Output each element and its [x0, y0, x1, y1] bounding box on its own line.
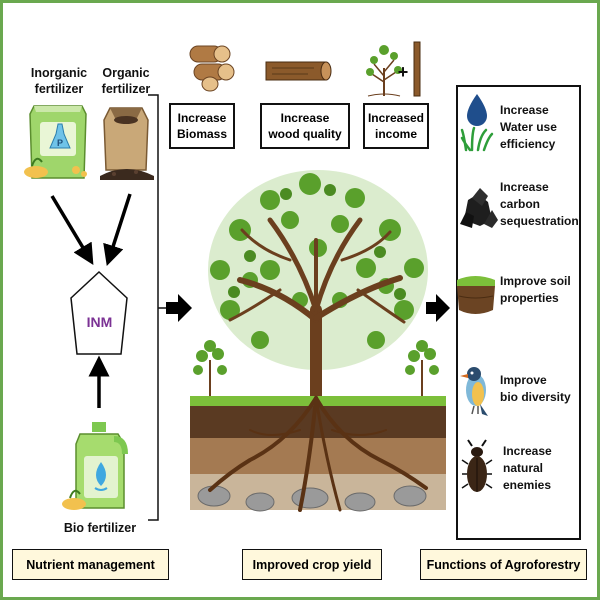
- charcoal-icon: [460, 188, 498, 228]
- improved-crop-yield-box: Improved crop yield: [242, 549, 382, 580]
- fertilizer-bag-icon: P: [24, 105, 87, 179]
- water-use-efficiency-text: Increase Water use efficiency: [500, 103, 557, 151]
- inorganic-fertilizer-label: Inorganic fertilizer: [30, 66, 88, 96]
- arrow-to-crop-yield: [166, 294, 192, 322]
- increase-natural-enemies-text: Increase natural enemies: [503, 444, 552, 492]
- arrow-to-functions: [426, 294, 450, 322]
- carbon-sequestration-text: Increase carbon sequestration: [500, 180, 579, 228]
- inm-label: INM: [86, 314, 113, 330]
- increase-biomass-box: Increase Biomass: [169, 103, 235, 149]
- timber-log-icon: [265, 61, 332, 81]
- water-drop-grass-icon: [460, 94, 494, 152]
- improve-bio-diversity-text: Improve bio diversity: [500, 373, 571, 404]
- tree-and-soil-illustration: [190, 170, 446, 512]
- bio-fertilizer-jug-icon: [62, 422, 128, 510]
- wood-logs-icon: [189, 45, 235, 92]
- bio-fertilizer-label: Bio fertilizer: [63, 521, 137, 535]
- sapling-plus-log-icon: [366, 41, 421, 97]
- increase-wood-quality-box: Increase wood quality: [260, 103, 350, 149]
- improve-soil-properties-text: Improve soil properties: [500, 274, 571, 305]
- bird-icon: [460, 367, 488, 416]
- soil-block-icon: [457, 276, 495, 314]
- inm-pentagon: [70, 270, 128, 355]
- beetle-icon: [461, 439, 493, 492]
- increased-income-box: Increased income: [363, 103, 429, 149]
- nutrient-management-box: Nutrient management: [12, 549, 169, 580]
- plus-sign: +: [397, 62, 409, 82]
- functions-of-agroforestry-box: Functions of Agroforestry: [420, 549, 587, 580]
- organic-fertilizer-label: Organic fertilizer: [101, 66, 151, 96]
- svg-text:P: P: [57, 138, 63, 148]
- compost-sack-icon: [100, 107, 154, 180]
